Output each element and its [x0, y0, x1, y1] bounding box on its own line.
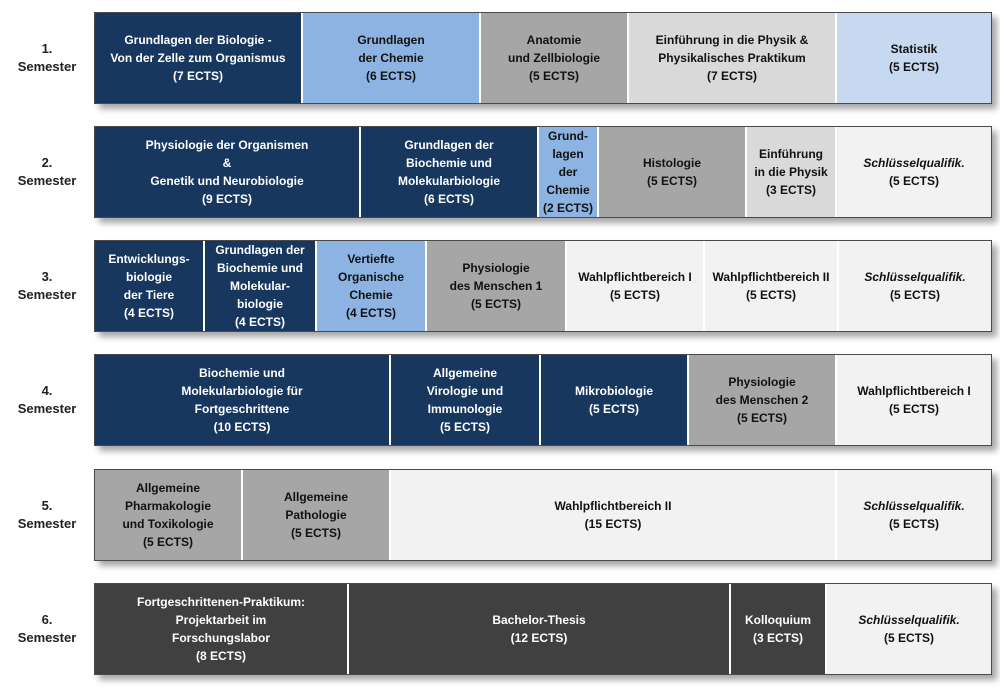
module-block: Physiologie des Menschen 2 (5 ECTS) [689, 355, 837, 445]
module-block: Allgemeine Pharmakologie und Toxikologie… [95, 470, 243, 560]
module-block: Biochemie und Molekularbiologie für Fort… [95, 355, 391, 445]
semester-row-4: Biochemie und Molekularbiologie für Fort… [94, 354, 992, 446]
module-block: Wahlpflichtbereich I (5 ECTS) [837, 355, 991, 445]
module-block: Allgemeine Virologie und Immunologie (5 … [391, 355, 541, 445]
semester-label-2: 2. Semester [0, 126, 94, 218]
module-block: Vertiefte Organische Chemie (4 ECTS) [317, 241, 427, 331]
semester-word: Semester [17, 516, 77, 531]
module-block: Physiologie der Organismen & Genetik und… [95, 127, 361, 217]
semester-word: Semester [17, 401, 77, 416]
module-block: Schlüsselqualifik. (5 ECTS) [839, 241, 991, 331]
semester-number: 6. [41, 612, 53, 628]
module-block: Schlüsselqualifik. (5 ECTS) [837, 127, 991, 217]
module-block: Fortgeschrittenen-Praktikum: Projektarbe… [95, 584, 349, 674]
semester-row-2: Physiologie der Organismen & Genetik und… [94, 126, 992, 218]
module-block: Schlüsselqualifik. (5 ECTS) [837, 470, 991, 560]
semester-number: 5. [41, 498, 53, 514]
module-block: Kolloquium (3 ECTS) [731, 584, 827, 674]
module-block: Grundlagen der Chemie (6 ECTS) [303, 13, 481, 103]
module-block: Einführung in die Physik & Physikalische… [629, 13, 837, 103]
module-name: Schlüsselqualifik. [863, 499, 965, 513]
module-name: Schlüsselqualifik. [858, 613, 960, 627]
semester-label-6: 6. Semester [0, 583, 94, 675]
semester-row-5: Allgemeine Pharmakologie und Toxikologie… [94, 469, 992, 561]
module-ects: (5 ECTS) [888, 517, 939, 531]
module-block: Statistik (5 ECTS) [837, 13, 991, 103]
semester-label-3: 3. Semester [0, 240, 94, 332]
semester-word: Semester [17, 630, 77, 645]
module-block: Wahlpflichtbereich I (5 ECTS) [567, 241, 705, 331]
module-block: Physiologie des Menschen 1 (5 ECTS) [427, 241, 567, 331]
semester-word: Semester [17, 173, 77, 188]
semester-row-6: Fortgeschrittenen-Praktikum: Projektarbe… [94, 583, 992, 675]
semester-word: Semester [17, 287, 77, 302]
module-ects: (5 ECTS) [888, 174, 939, 188]
module-block: Grundlagen der Biologie - Von der Zelle … [95, 13, 303, 103]
module-ects: (5 ECTS) [883, 631, 934, 645]
semester-row-1: Grundlagen der Biologie - Von der Zelle … [94, 12, 992, 104]
module-name: Schlüsselqualifik. [864, 270, 966, 284]
semester-label-4: 4. Semester [0, 354, 94, 446]
module-block: Histologie (5 ECTS) [599, 127, 747, 217]
module-block: Schlüsselqualifik. (5 ECTS) [827, 584, 991, 674]
module-ects: (5 ECTS) [889, 288, 940, 302]
module-block: Einführung in die Physik (3 ECTS) [747, 127, 837, 217]
semester-number: 4. [41, 383, 53, 399]
semester-row-3: Entwicklungs- biologie der Tiere (4 ECTS… [94, 240, 992, 332]
module-block: Wahlpflichtbereich II (5 ECTS) [705, 241, 839, 331]
module-name: Schlüsselqualifik. [863, 156, 965, 170]
module-block: Mikrobiologie (5 ECTS) [541, 355, 689, 445]
module-block: Grund- lagen der Chemie (2 ECTS) [539, 127, 599, 217]
module-block: Bachelor-Thesis (12 ECTS) [349, 584, 731, 674]
module-block: Entwicklungs- biologie der Tiere (4 ECTS… [95, 241, 205, 331]
semester-label-5: 5. Semester [0, 469, 94, 561]
module-block: Anatomie und Zellbiologie (5 ECTS) [481, 13, 629, 103]
module-block: Wahlpflichtbereich II (15 ECTS) [391, 470, 837, 560]
module-block: Allgemeine Pathologie (5 ECTS) [243, 470, 391, 560]
semester-word: Semester [17, 59, 77, 74]
module-block: Grundlagen der Biochemie und Molekular- … [205, 241, 317, 331]
semester-number: 2. [41, 155, 53, 171]
module-block: Grundlagen der Biochemie und Molekularbi… [361, 127, 539, 217]
semester-number: 1. [41, 41, 53, 57]
semester-label-1: 1. Semester [0, 12, 94, 104]
semester-number: 3. [41, 269, 53, 285]
